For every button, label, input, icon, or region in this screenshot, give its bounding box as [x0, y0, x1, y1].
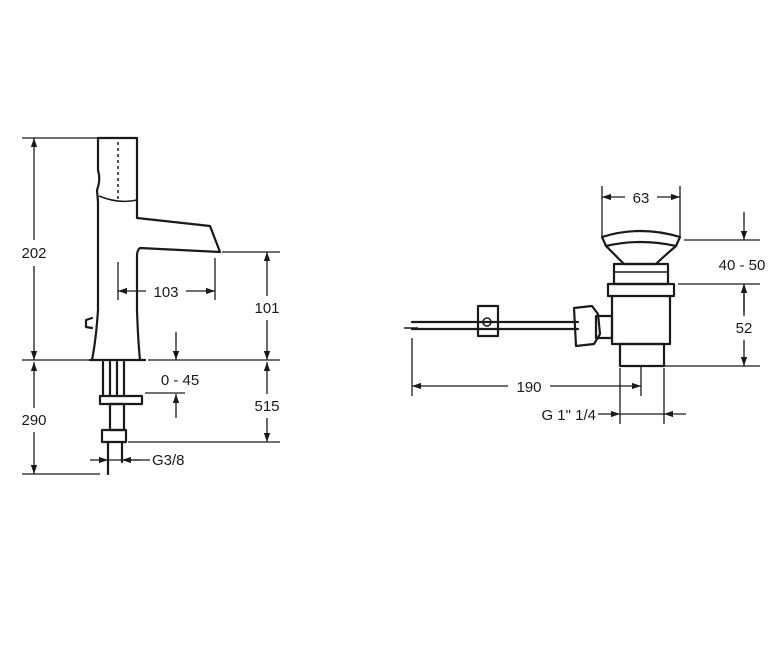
waste-drawing: 63 40 - 50 52 190 G 1" 1/4: [404, 186, 765, 424]
dim-supply-length: 515: [254, 398, 279, 415]
dim-lower-height: 52: [736, 320, 753, 337]
faucet-supply: [98, 360, 144, 476]
dim-spout-height: 101: [254, 300, 279, 317]
waste-body: [600, 229, 682, 368]
dim-head-diameter: 63: [633, 190, 650, 207]
dim-thread: G 1" 1/4: [541, 407, 596, 424]
dim-body-range: 40 - 50: [719, 257, 766, 274]
dim-height-bottom: 290: [21, 412, 46, 429]
waste-rod: [404, 304, 614, 348]
faucet-body: [84, 200, 222, 362]
dim-deck-thickness: 0 - 45: [161, 372, 199, 389]
faucet-drawing: 202 290 103 101 0 - 45 515 G3/8: [21, 136, 280, 476]
dim-rod-length: 190: [516, 379, 541, 396]
dim-reach: 103: [153, 284, 178, 301]
dim-supply-thread: G3/8: [152, 452, 185, 469]
faucet-handle: [95, 136, 139, 204]
dim-height-top: 202: [21, 245, 46, 262]
